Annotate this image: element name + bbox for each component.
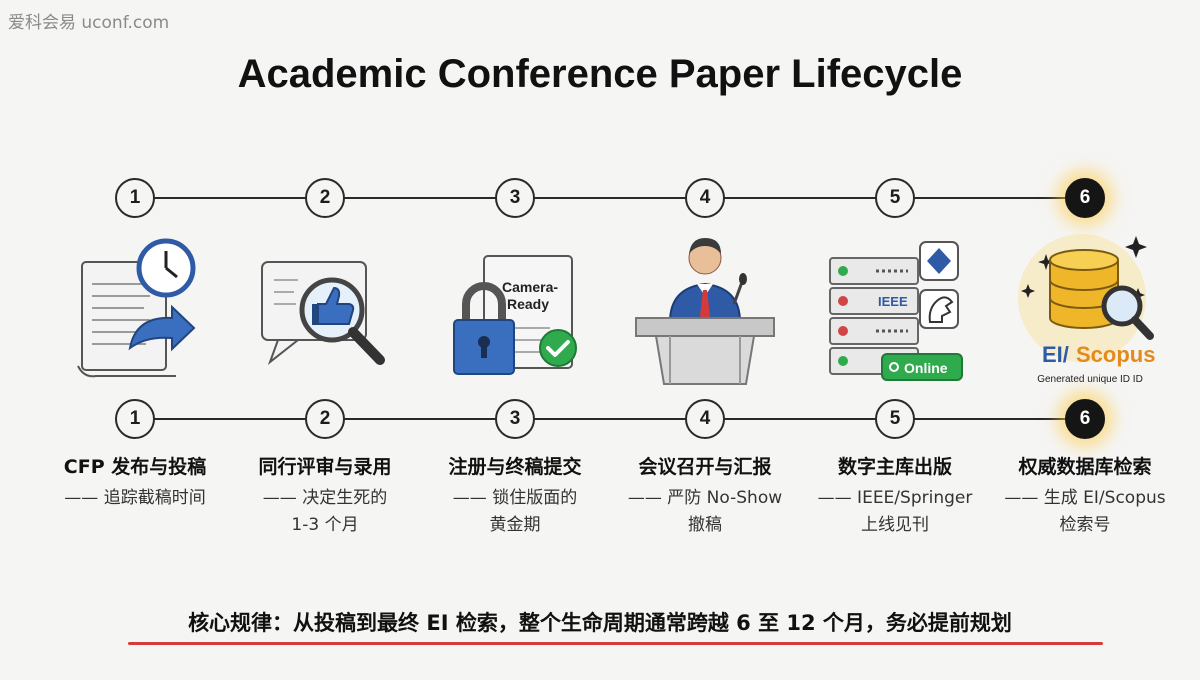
online-label: Online — [904, 360, 948, 376]
step-description: —— 严防 No-Show 撤稿 — [610, 485, 800, 539]
step-4: 会议召开与汇报 —— 严防 No-Show 撤稿 — [610, 455, 800, 539]
step-5: 数字主库出版 —— IEEE/Springer 上线见刊 — [800, 455, 990, 539]
step-number-3: 3 — [495, 399, 535, 439]
peer-review-magnifier-icon — [250, 232, 400, 392]
camera-ready-label-1: Camera- — [502, 279, 558, 295]
step-description: —— 锁住版面的 黄金期 — [420, 485, 610, 539]
step-number-2: 2 — [305, 178, 345, 218]
step-number-3: 3 — [495, 178, 535, 218]
database-search-icon: EI/ Scopus Generated unique ID ID — [1010, 232, 1160, 392]
step-3: 注册与终稿提交 —— 锁住版面的 黄金期 — [420, 455, 610, 539]
step-description: —— 决定生死的 1-3 个月 — [230, 485, 420, 539]
step-description-line: 黄金期 — [489, 515, 541, 535]
step-number-5: 5 — [875, 178, 915, 218]
takeaway-underline — [128, 642, 1103, 645]
server-database-online-icon: IEEE Online — [820, 232, 970, 392]
step-1: CFP 发布与投稿 —— 追踪截稿时间 — [40, 455, 230, 512]
step-description-line: 上线见刊 — [861, 515, 929, 535]
step-2: 同行评审与录用 —— 决定生死的 1-3 个月 — [230, 455, 420, 539]
step-number-6-highlight: 6 — [1065, 178, 1105, 218]
step-description-line: 撤稿 — [688, 515, 722, 535]
step-title: 同行评审与录用 — [258, 456, 392, 478]
step-description-line: —— IEEE/Springer — [817, 488, 973, 508]
document-clock-icon — [60, 232, 210, 392]
presenter-podium-icon — [630, 232, 780, 392]
step-description-line: 1-3 个月 — [291, 515, 359, 535]
step-description-line: —— 锁住版面的 — [452, 488, 578, 508]
step-number-4: 4 — [685, 178, 725, 218]
step-description: —— 生成 EI/Scopus 检索号 — [990, 485, 1180, 539]
timeline-bottom: 1 2 3 4 5 6 — [0, 397, 1200, 441]
step-description-line: 检索号 — [1059, 515, 1111, 535]
step-description-line: —— 决定生死的 — [262, 488, 388, 508]
step-number-5: 5 — [875, 399, 915, 439]
timeline-line — [135, 418, 1085, 420]
ieee-label: IEEE — [878, 294, 908, 309]
step-number-6-highlight: 6 — [1065, 399, 1105, 439]
step-description: —— 追踪截稿时间 — [40, 485, 230, 512]
key-takeaway: 核心规律：从投稿到最终 EI 检索，整个生命周期通常跨越 6 至 12 个月，务… — [188, 611, 1012, 635]
scopus-label: Scopus — [1076, 342, 1155, 367]
step-title: CFP 发布与投稿 — [63, 456, 207, 478]
step-description-line: —— 严防 No-Show — [627, 488, 783, 508]
step-title: 数字主库出版 — [837, 456, 952, 478]
timeline-line — [135, 197, 1085, 199]
step-number-2: 2 — [305, 399, 345, 439]
camera-ready-label-2: Ready — [507, 296, 549, 312]
timeline-top: 1 2 3 4 5 6 — [0, 176, 1200, 220]
step-description-line: —— 生成 EI/Scopus — [1004, 488, 1166, 508]
camera-ready-lock-icon: Camera- Ready — [440, 232, 590, 392]
generated-id-label: Generated unique ID ID — [1037, 374, 1143, 385]
watermark: 爱科会易 uconf.com — [8, 13, 170, 33]
step-title: 权威数据库检索 — [1018, 456, 1152, 478]
step-title: 会议召开与汇报 — [638, 456, 772, 478]
step-number-1: 1 — [115, 399, 155, 439]
step-number-1: 1 — [115, 178, 155, 218]
ei-label: EI/ — [1042, 342, 1069, 367]
step-6: 权威数据库检索 —— 生成 EI/Scopus 检索号 — [990, 455, 1180, 539]
step-number-4: 4 — [685, 399, 725, 439]
page-title: Academic Conference Paper Lifecycle — [237, 52, 963, 96]
step-description: —— IEEE/Springer 上线见刊 — [800, 485, 990, 539]
step-title: 注册与终稿提交 — [448, 456, 582, 478]
step-description-line: —— 追踪截稿时间 — [64, 488, 206, 508]
